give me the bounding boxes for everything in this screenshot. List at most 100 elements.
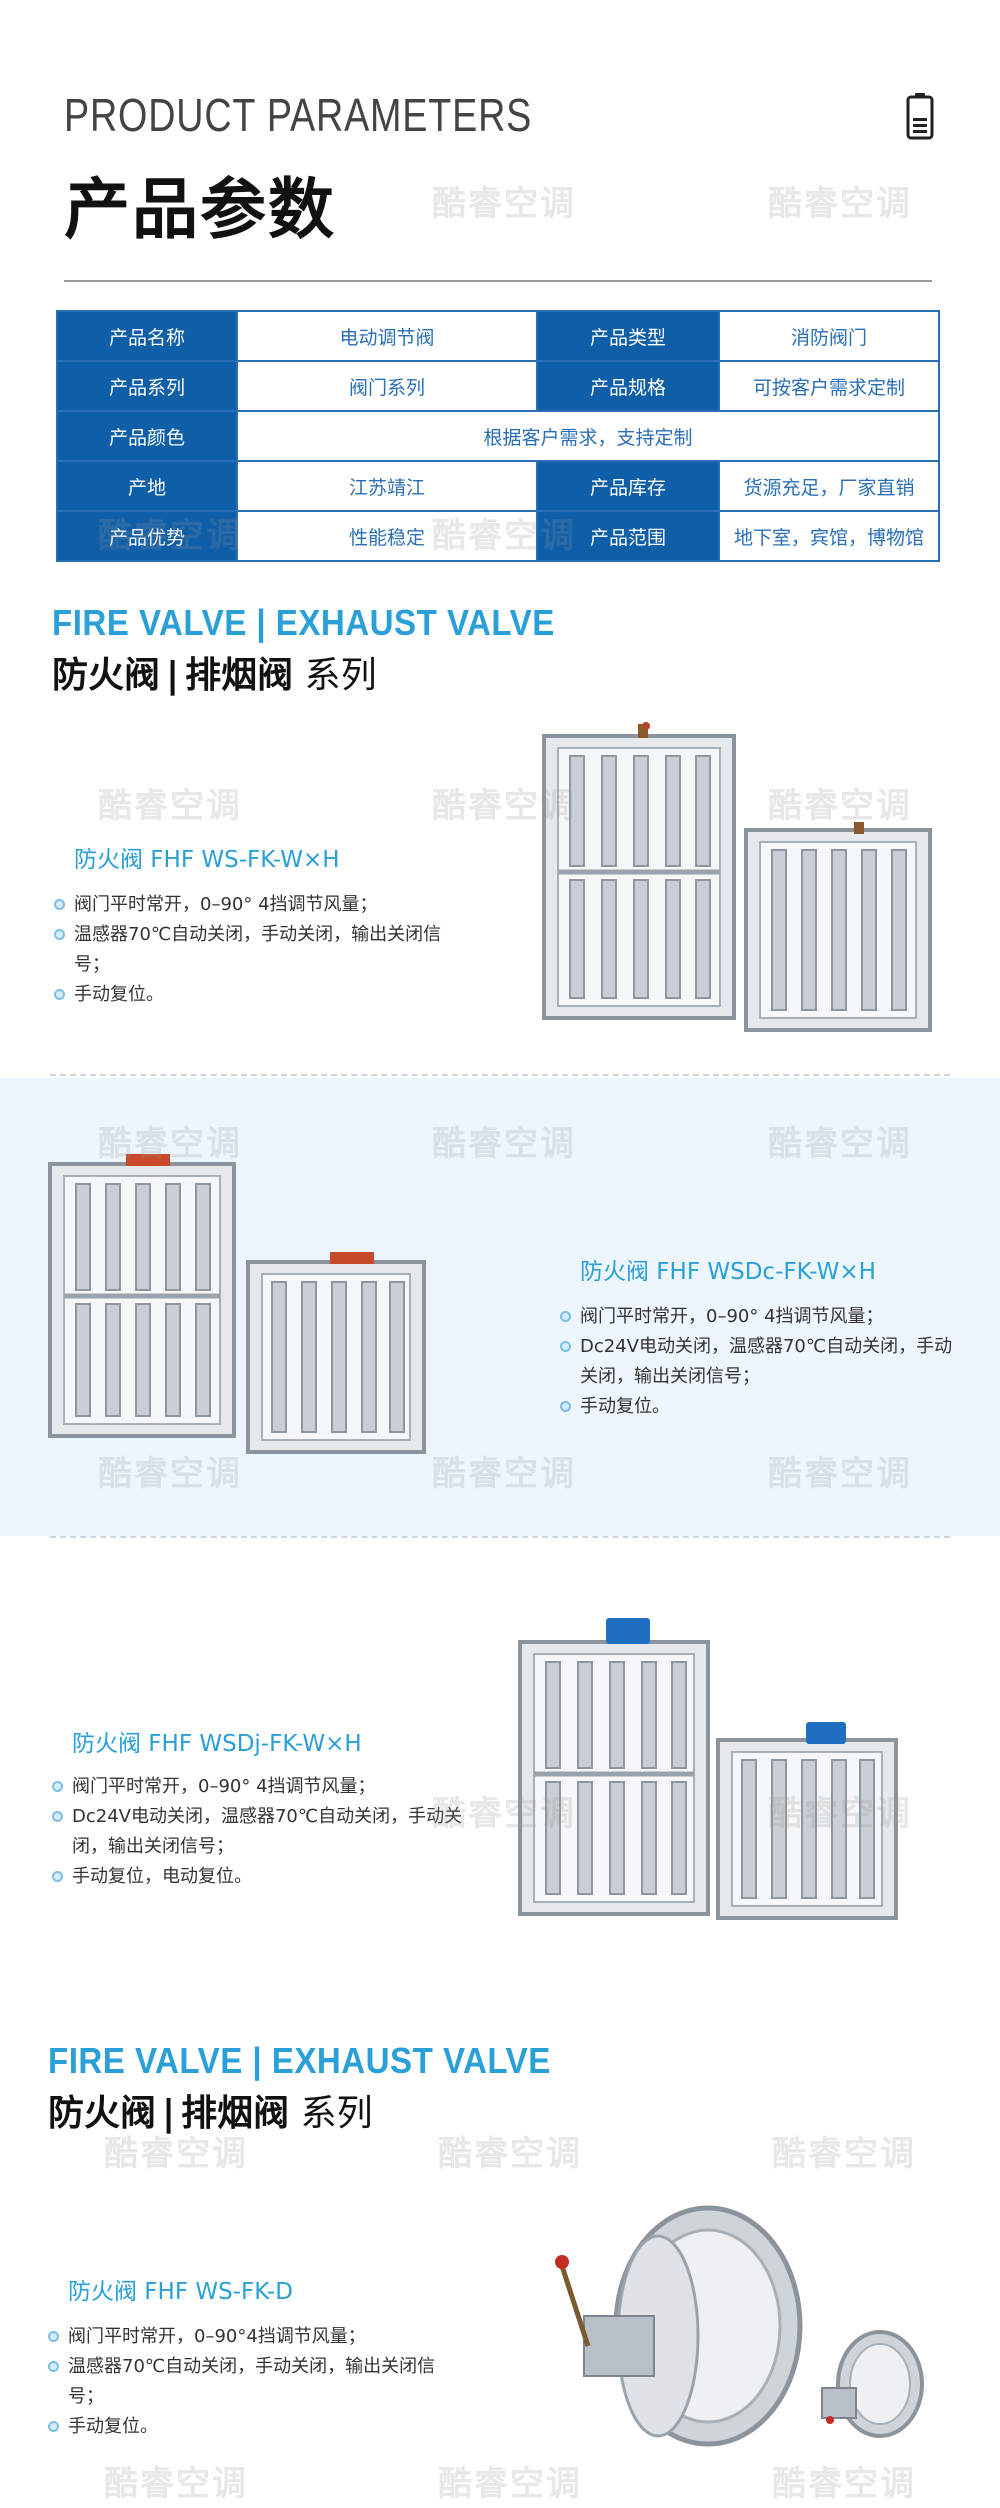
damper-image-small	[716, 1722, 898, 1920]
feature-text: 温感器70℃自动关闭，手动关闭，输出关闭信号；	[68, 2356, 436, 2407]
bullet-icon	[54, 989, 65, 1000]
params-table: 产品名称 电动调节阀 产品类型 消防阀门 产品系列 阀门系列 产品规格 可按客户…	[56, 310, 940, 562]
list-item: 温感器70℃自动关闭，手动关闭，输出关闭信号；	[48, 2352, 468, 2412]
param-key: 产品规格	[536, 360, 720, 412]
list-item: 手动复位。	[560, 1392, 960, 1422]
series-separator: |	[162, 2093, 176, 2134]
watermark-text: 酷睿空调	[772, 2134, 916, 2174]
param-key: 产品颜色	[56, 410, 238, 462]
param-value: 货源充足，厂家直销	[718, 460, 940, 512]
feature-list: 阀门平时常开，0–90° 4挡调节风量； Dc24V电动关闭，温感器70℃自动关…	[560, 1302, 960, 1422]
param-value: 可按客户需求定制	[718, 360, 940, 412]
param-key: 产品名称	[56, 310, 238, 362]
feature-text: 阀门平时常开，0–90°4挡调节风量；	[68, 2326, 366, 2347]
bullet-icon	[52, 1811, 63, 1822]
series-title-cn: 防火阀|排烟阀 系列	[48, 2084, 373, 2136]
series-name-a: 防火阀	[52, 655, 161, 696]
series-title-cn: 防火阀|排烟阀 系列	[52, 646, 377, 698]
watermark-text: 酷睿空调	[104, 2464, 248, 2504]
feature-text: 阀门平时常开，0–90° 4挡调节风量；	[72, 1776, 376, 1797]
feature-text: 温感器70℃自动关闭，手动关闭，输出关闭信号；	[74, 924, 442, 975]
watermark-text: 酷睿空调	[438, 2134, 582, 2174]
damper-image-large	[48, 1154, 236, 1438]
table-row: 产地 江苏靖江 产品库存 货源充足，厂家直销	[56, 460, 940, 512]
series-name-a: 防火阀	[48, 2093, 157, 2134]
round-damper-image-small	[821, 2330, 924, 2438]
series-name-b: 排烟阀	[185, 655, 294, 696]
list-item: 阀门平时常开，0–90° 4挡调节风量；	[52, 1772, 472, 1802]
param-key: 产品库存	[536, 460, 720, 512]
feature-list: 阀门平时常开，0–90° 4挡调节风量； Dc24V电动关闭，温感器70℃自动关…	[52, 1772, 472, 1892]
series-title-en: FIRE VALVE | EXHAUST VALVE	[48, 2040, 551, 2081]
feature-text: Dc24V电动关闭，温感器70℃自动关闭，手动关闭，输出关闭信号；	[580, 1336, 953, 1387]
bullet-icon	[48, 2331, 59, 2342]
param-key: 产品类型	[536, 310, 720, 362]
param-key: 产品优势	[56, 510, 238, 562]
list-item: Dc24V电动关闭，温感器70℃自动关闭，手动关闭，输出关闭信号；	[560, 1332, 960, 1392]
list-item: 手动复位，电动复位。	[52, 1862, 472, 1892]
product-title: 防火阀 FHF WSDc-FK-W×H	[580, 1259, 876, 1285]
damper-image-small	[744, 822, 932, 1032]
battery-icon	[906, 93, 934, 140]
table-row: 产品名称 电动调节阀 产品类型 消防阀门	[56, 310, 940, 362]
series-title-en: FIRE VALVE | EXHAUST VALVE	[52, 602, 555, 643]
watermark-text: 酷睿空调	[432, 184, 576, 224]
list-item: 手动复位。	[48, 2412, 468, 2442]
damper-image-large	[518, 1618, 710, 1916]
product-title: 防火阀 FHF WS-FK-W×H	[74, 847, 340, 873]
header-divider	[64, 280, 932, 282]
feature-text: 手动复位，电动复位。	[72, 1866, 252, 1887]
bullet-icon	[48, 2421, 59, 2432]
param-value: 地下室，宾馆，博物馆	[718, 510, 940, 562]
bullet-icon	[52, 1781, 63, 1792]
series-suffix: 系列	[304, 655, 377, 696]
param-value: 消防阀门	[718, 310, 940, 362]
series-suffix: 系列	[300, 2093, 373, 2134]
product-title: 防火阀 FHF WS-FK-D	[68, 2279, 293, 2305]
section-divider	[50, 1074, 950, 1076]
table-row: 产品优势 性能稳定 产品范围 地下室，宾馆，博物馆	[56, 510, 940, 562]
param-value: 电动调节阀	[236, 310, 538, 362]
table-row: 产品系列 阀门系列 产品规格 可按客户需求定制	[56, 360, 940, 412]
param-key: 产品范围	[536, 510, 720, 562]
watermark-text: 酷睿空调	[768, 184, 912, 224]
bullet-icon	[54, 899, 65, 910]
param-key: 产地	[56, 460, 238, 512]
list-item: 温感器70℃自动关闭，手动关闭，输出关闭信号；	[54, 920, 474, 980]
bullet-icon	[54, 929, 65, 940]
feature-list: 阀门平时常开，0–90° 4挡调节风量； 温感器70℃自动关闭，手动关闭，输出关…	[54, 890, 474, 1010]
page-title-cn: 产品参数	[64, 171, 336, 248]
watermark-text: 酷睿空调	[98, 786, 242, 826]
list-item: 阀门平时常开，0–90°4挡调节风量；	[48, 2322, 468, 2352]
param-key: 产品系列	[56, 360, 238, 412]
param-value: 江苏靖江	[236, 460, 538, 512]
feature-text: Dc24V电动关闭，温感器70℃自动关闭，手动关闭，输出关闭信号；	[72, 1806, 463, 1857]
product-title: 防火阀 FHF WSDj-FK-W×H	[72, 1731, 362, 1757]
feature-text: 阀门平时常开，0–90° 4挡调节风量；	[74, 894, 378, 915]
damper-image-small	[246, 1252, 426, 1454]
feature-list: 阀门平时常开，0–90°4挡调节风量； 温感器70℃自动关闭，手动关闭，输出关闭…	[48, 2322, 468, 2442]
feature-text: 手动复位。	[580, 1396, 670, 1417]
list-item: Dc24V电动关闭，温感器70℃自动关闭，手动关闭，输出关闭信号；	[52, 1802, 472, 1862]
param-value: 阀门系列	[236, 360, 538, 412]
feature-text: 手动复位。	[68, 2416, 158, 2437]
table-row: 产品颜色 根据客户需求，支持定制	[56, 410, 940, 462]
series-separator: |	[166, 655, 180, 696]
bullet-icon	[48, 2361, 59, 2372]
list-item: 手动复位。	[54, 980, 474, 1010]
section-divider	[50, 1536, 950, 1538]
param-value: 性能稳定	[236, 510, 538, 562]
list-item: 阀门平时常开，0–90° 4挡调节风量；	[54, 890, 474, 920]
param-value: 根据客户需求，支持定制	[236, 410, 940, 462]
damper-image-large	[542, 722, 736, 1020]
bullet-icon	[560, 1341, 571, 1352]
feature-text: 阀门平时常开，0–90° 4挡调节风量；	[580, 1306, 884, 1327]
series-name-b: 排烟阀	[181, 2093, 290, 2134]
round-damper-image-large	[555, 2205, 803, 2447]
page-title-en: PRODUCT PARAMETERS	[64, 89, 533, 141]
bullet-icon	[560, 1311, 571, 1322]
bullet-icon	[560, 1401, 571, 1412]
watermark-text: 酷睿空调	[768, 786, 912, 826]
list-item: 阀门平时常开，0–90° 4挡调节风量；	[560, 1302, 960, 1332]
bullet-icon	[52, 1871, 63, 1882]
